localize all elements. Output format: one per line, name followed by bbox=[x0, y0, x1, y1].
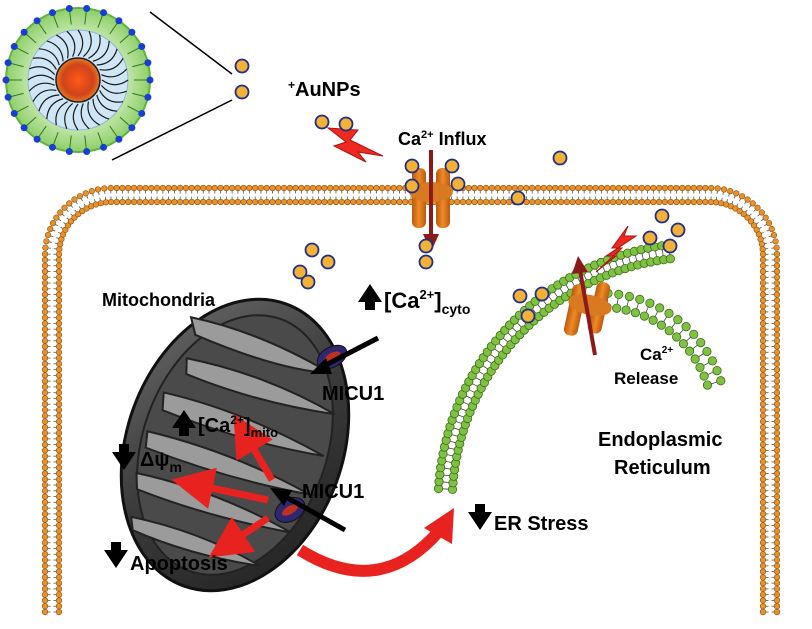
charge-dot bbox=[3, 77, 10, 84]
charge-dot bbox=[138, 43, 145, 50]
gold-nanoparticle bbox=[236, 86, 249, 99]
gold-nanoparticle bbox=[446, 160, 459, 173]
nanoparticle-illustration bbox=[3, 5, 233, 160]
up-arrow-cyto bbox=[358, 284, 382, 310]
ca-release-label-line1: Ca2+ bbox=[640, 345, 673, 364]
gold-nanoparticle bbox=[420, 256, 433, 269]
down-arrow-er-stress bbox=[468, 504, 492, 530]
gold-nanoparticle bbox=[452, 178, 465, 191]
ca-cyto-label: [Ca2+]cyto bbox=[384, 287, 470, 317]
lightning-bolt-influx bbox=[328, 128, 383, 162]
charge-dot bbox=[34, 17, 41, 24]
aunps-label: +AuNPs bbox=[288, 78, 361, 101]
gold-nanoparticle bbox=[420, 240, 433, 253]
micu1-bottom-label: MICU1 bbox=[302, 481, 364, 503]
er-stress-label: ER Stress bbox=[494, 513, 589, 535]
ca-release-label-line2: Release bbox=[614, 369, 678, 388]
gold-nanoparticle bbox=[302, 276, 315, 289]
charge-dot bbox=[66, 148, 73, 155]
charge-dot bbox=[115, 17, 122, 24]
gold-nanoparticle bbox=[316, 116, 329, 129]
charge-dot bbox=[21, 124, 28, 131]
gold-nanoparticle bbox=[514, 290, 527, 303]
gold-nanoparticle bbox=[522, 310, 535, 323]
charge-dot bbox=[83, 148, 90, 155]
charge-dot bbox=[5, 59, 12, 66]
charge-dot bbox=[115, 136, 122, 143]
apoptosis-label: Apoptosis bbox=[130, 553, 228, 575]
gold-core bbox=[56, 58, 100, 102]
charge-dot bbox=[128, 124, 135, 131]
charge-dot bbox=[49, 9, 56, 16]
zoom-line-top bbox=[150, 12, 232, 74]
gold-nanoparticle bbox=[306, 244, 319, 257]
gold-nanoparticle bbox=[406, 180, 419, 193]
gold-nanoparticle bbox=[322, 256, 335, 269]
charge-dot bbox=[11, 43, 18, 50]
mitochondria-label: Mitochondria bbox=[102, 290, 216, 310]
er-label-line1: Endoplasmic bbox=[598, 429, 722, 451]
charge-dot bbox=[144, 94, 151, 101]
charge-dot bbox=[11, 110, 18, 117]
charge-dot bbox=[100, 144, 107, 151]
down-arrow-apoptosis bbox=[104, 542, 128, 568]
ca-influx-label: Ca2+ Influx bbox=[398, 129, 487, 149]
charge-dot bbox=[34, 136, 41, 143]
er-label-line2: Reticulum bbox=[614, 457, 711, 479]
charge-dot bbox=[83, 5, 90, 12]
gold-nanoparticle bbox=[644, 232, 657, 245]
gold-nanoparticle bbox=[236, 60, 249, 73]
gold-nanoparticle bbox=[664, 240, 677, 253]
micu1-top-label: MICU1 bbox=[322, 383, 384, 405]
gold-nanoparticle bbox=[536, 288, 549, 301]
charge-dot bbox=[5, 94, 12, 101]
charge-dot bbox=[100, 9, 107, 16]
charge-dot bbox=[66, 5, 73, 12]
gold-nanoparticle bbox=[406, 160, 419, 173]
gold-nanoparticle bbox=[656, 210, 669, 223]
charge-dot bbox=[144, 59, 151, 66]
charge-dot bbox=[49, 144, 56, 151]
charge-dot bbox=[138, 110, 145, 117]
charge-dot bbox=[21, 29, 28, 36]
gold-nanoparticle bbox=[512, 192, 525, 205]
gold-nanoparticle bbox=[672, 224, 685, 237]
gold-nanoparticle bbox=[340, 118, 353, 131]
charge-dot bbox=[128, 29, 135, 36]
gold-nanoparticle bbox=[554, 152, 567, 165]
charge-dot bbox=[147, 77, 154, 84]
